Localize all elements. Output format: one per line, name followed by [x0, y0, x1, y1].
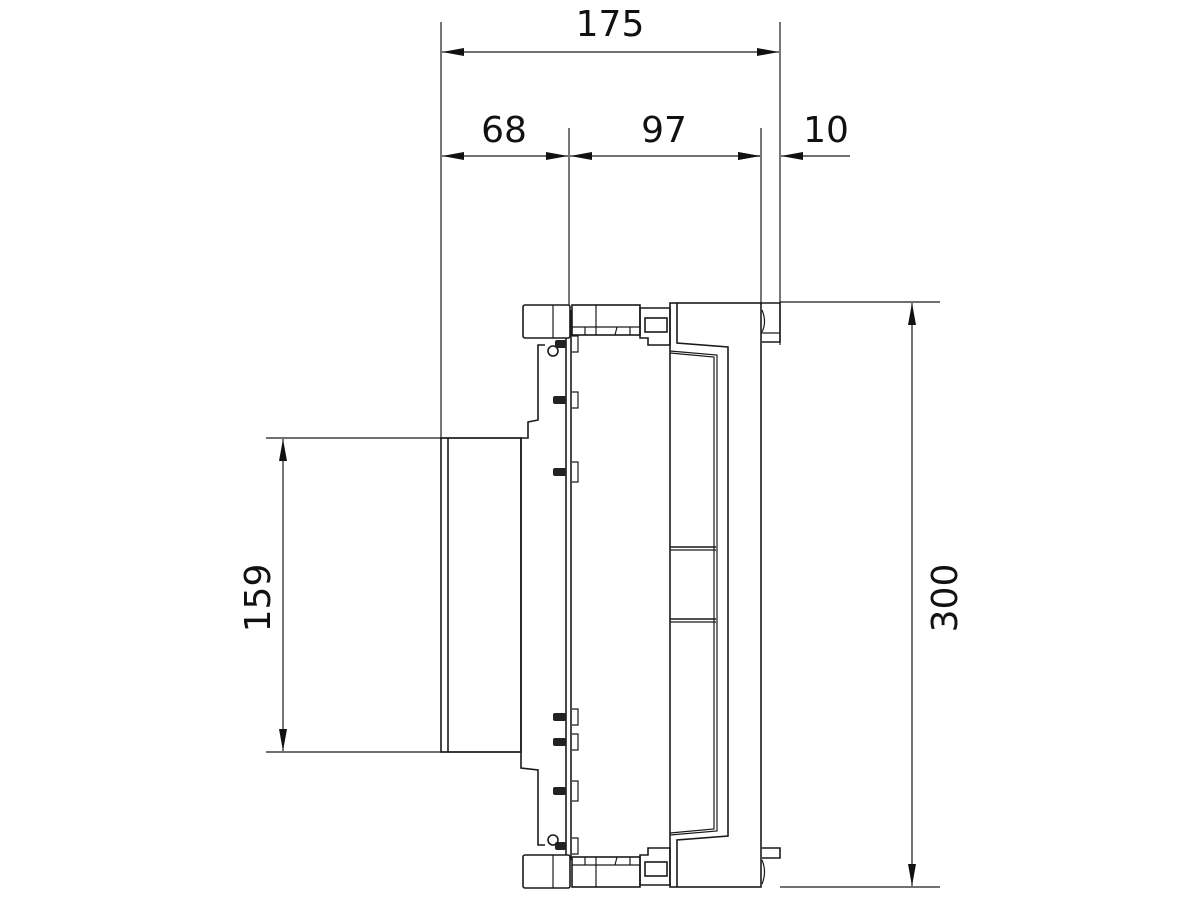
screw-icon: [553, 708, 579, 726]
dimension-label-97: 97: [641, 110, 687, 151]
dimension-overall-height: 300: [780, 301, 966, 888]
screw-icon: [553, 391, 579, 409]
rear-box: [440, 437, 522, 753]
screw-icon: [553, 780, 579, 802]
screw-icon: [553, 733, 579, 751]
dimension-label-300: 300: [925, 564, 966, 633]
dimension-label-159: 159: [238, 564, 279, 633]
dimension-label-10: 10: [803, 110, 849, 151]
bottom-rail: [522, 834, 671, 889]
screw-icon: [553, 461, 579, 483]
dimension-segments: 68 97 10: [442, 110, 850, 305]
back-plate: [520, 310, 572, 860]
dimension-overall-depth: 175: [440, 4, 781, 440]
front-cover: [669, 302, 762, 888]
dimension-rear-height: 159: [238, 437, 520, 753]
screw-icon: [555, 335, 579, 353]
front-hinge-tabs: [761, 302, 781, 885]
dimension-label-175: 175: [576, 4, 645, 45]
screw-icon: [555, 837, 579, 855]
screw-row: [553, 335, 579, 855]
top-rail: [522, 304, 671, 357]
dimension-label-68: 68: [481, 110, 527, 151]
